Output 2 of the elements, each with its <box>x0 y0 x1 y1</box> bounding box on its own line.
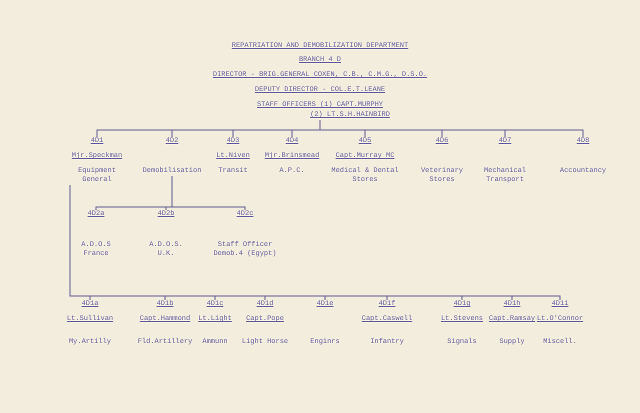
connector-line <box>320 120 584 138</box>
connector-line <box>172 176 246 210</box>
